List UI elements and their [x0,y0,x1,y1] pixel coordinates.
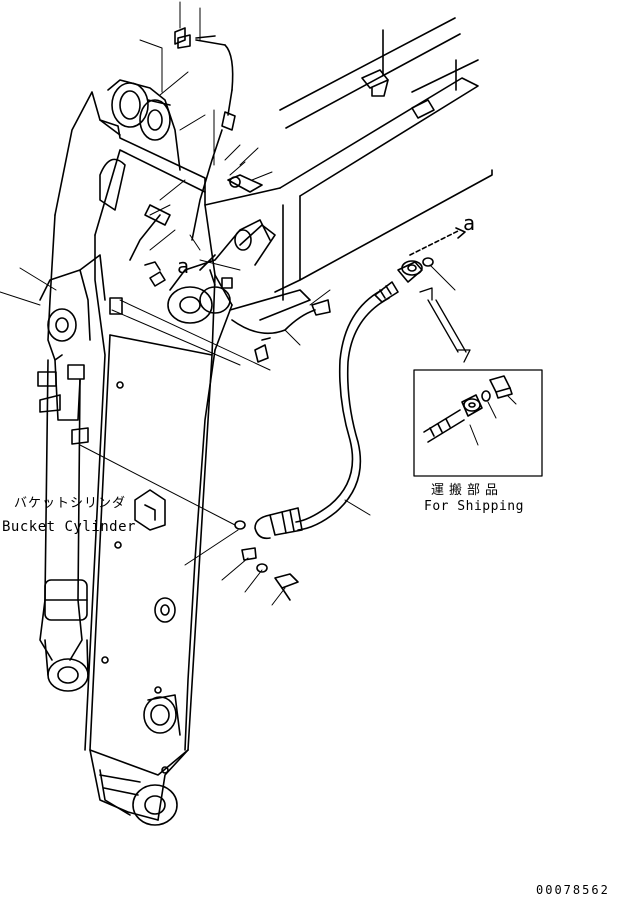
shipping-arrow [419,287,471,363]
arm-top-bolt-1 [227,174,263,193]
arm-bolt-3 [101,656,109,664]
center-fitting [254,337,271,363]
arm-bolt-1 [116,381,124,389]
bucket-cylinder-label-jp: バケットシリンダ [14,496,127,511]
top-grease-line [129,34,236,261]
shipping-label-en: For Shipping [424,499,524,514]
hose-end-fitting-bottom [254,507,303,540]
grease-hose [295,281,399,531]
arm [47,91,233,821]
cylinder-rod-end [39,254,106,342]
shipping-oring [481,390,491,402]
shipping-cap [489,375,513,399]
arm-boss-1 [154,597,176,623]
oring-a [422,257,434,267]
arm-top-bolt-2 [149,271,166,287]
arm-boss-2 [143,694,181,736]
shipping-leaders [469,395,517,446]
view-arrow-a-left [199,254,216,271]
arm-tip-boss [99,769,178,826]
view-mark-a-left: a [177,254,190,278]
leader-lines [0,1,456,606]
arm-window [99,158,126,211]
shipping-detail-box [413,369,543,477]
arm-bolt-4 [161,766,169,774]
shipping-label-jp: 運搬部品 [431,483,504,498]
top-bolt [174,27,216,45]
arm-side-bracket [134,489,166,531]
arm-top-bolt-3 [144,261,161,271]
arm-plate [109,297,123,315]
arm-cylinder-joint [167,219,311,324]
short-hose-fitting [311,299,331,316]
arm-top-bracket [107,79,181,171]
hose-end-fitting-top [397,260,423,283]
view-arrow-head [455,227,466,239]
bucket-cylinder [39,359,89,692]
drawing-code: 00078562 [536,883,610,897]
bucket-cylinder-label-en: Bucket Cylinder [2,519,136,535]
shipping-hose-fitting [423,394,483,443]
view-mark-a-right: a [463,211,476,235]
view-arrow-a [409,229,461,256]
boom-clip-1 [361,69,389,97]
arm-bolt-5 [154,686,162,694]
short-hose [231,309,316,335]
arm-bolt-2 [114,541,122,549]
cylinder-clamp-1 [37,364,89,445]
boom [204,17,493,301]
boom-clip-2 [411,99,435,119]
